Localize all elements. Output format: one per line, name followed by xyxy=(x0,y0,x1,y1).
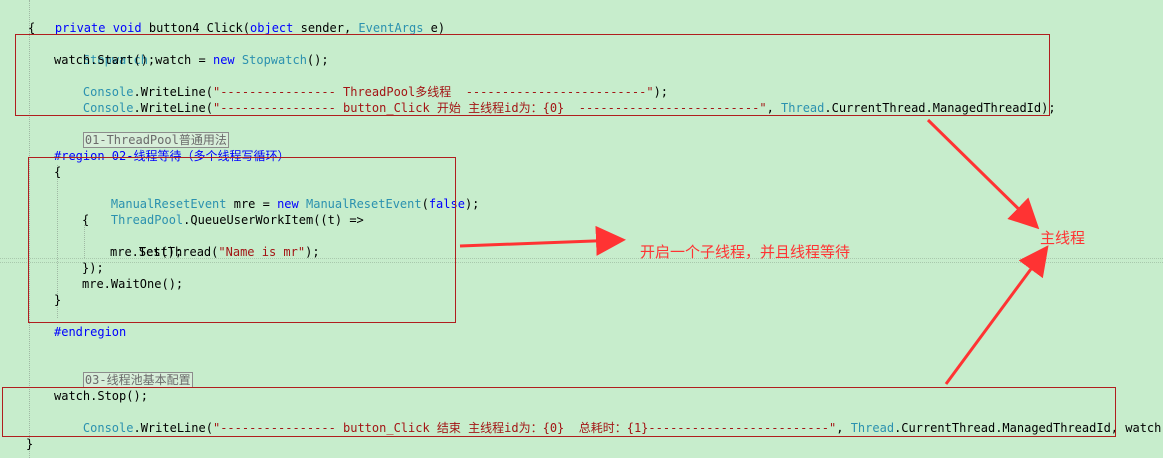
main-thread-annotation: 主线程 xyxy=(1040,229,1086,247)
collapsed-region-label[interactable]: 01-ThreadPool普通用法 xyxy=(82,132,229,148)
code-text: mre = xyxy=(226,197,278,211)
type-name: Console xyxy=(82,85,134,99)
string-literal: "Name is mr" xyxy=(218,245,306,259)
code-line: }); xyxy=(82,261,104,275)
keyword: new xyxy=(277,197,299,211)
type-name: ManualResetEvent xyxy=(110,197,227,211)
keyword: new xyxy=(212,53,235,67)
type-name: Console xyxy=(82,101,134,115)
collapsed-region[interactable]: 03-线程池基本配置 xyxy=(54,356,193,388)
method-signature: private void button4_Click(object sender… xyxy=(26,4,445,35)
type-name: Thread xyxy=(781,101,825,115)
string-literal: "---------------- button_Click 开始 主线程id为… xyxy=(212,101,767,115)
type-name: Thread xyxy=(850,421,895,435)
code-text: .CurrentThread.ManagedThreadId, watch.El… xyxy=(894,421,1163,435)
code-text: , xyxy=(836,421,851,435)
code-line: { xyxy=(82,213,90,227)
string-literal: "---------------- button_Click 结束 主线程id为… xyxy=(212,421,837,435)
code-text: .WriteLine( xyxy=(133,85,213,99)
indent-guide xyxy=(57,165,58,318)
code-line: TestThread("Name is mr"); xyxy=(110,228,320,259)
code-line: watch.Start(); xyxy=(54,53,156,67)
code-text: , xyxy=(766,101,782,115)
code-line: mre.WaitOne(); xyxy=(82,277,184,291)
arrow-to-main-thread-from-top xyxy=(926,118,1040,230)
keyword: object xyxy=(250,21,294,35)
code-line: Stopwatch watch = new Stopwatch(); xyxy=(54,36,329,67)
code-line: ThreadPool.QueueUserWorkItem((t) => xyxy=(82,196,364,227)
code-text: TestThread( xyxy=(138,245,219,259)
keyword: private xyxy=(54,21,106,35)
code-line: ManualResetEvent mre = new ManualResetEv… xyxy=(82,180,480,211)
code-text: sender, xyxy=(293,21,359,35)
endregion-directive: #endregion xyxy=(54,325,127,339)
code-text: ); xyxy=(464,197,480,211)
code-text: button4_Click( xyxy=(148,21,251,35)
code-text: ); xyxy=(653,85,669,99)
code-line: mre.Set(); xyxy=(110,245,183,259)
code-line: Console.WriteLine("---------------- butt… xyxy=(54,84,1056,115)
indent-guide xyxy=(29,0,30,458)
code-line: { xyxy=(28,21,36,35)
arrow-to-main-thread-from-bottom xyxy=(944,245,1049,385)
type-name: EventArgs xyxy=(358,21,424,35)
string-literal: "---------------- ThreadPool多线程 --------… xyxy=(212,85,654,99)
code-text: .CurrentThread.ManagedThreadId); xyxy=(824,101,1056,115)
indent-guide xyxy=(84,225,85,258)
code-line: { xyxy=(54,165,62,179)
code-text: .QueueUserWorkItem((t) => xyxy=(183,213,364,227)
code-text: (); xyxy=(306,53,329,67)
arrow-to-sub-thread-label xyxy=(459,225,626,256)
code-line: watch.Stop(); xyxy=(54,389,148,403)
code-line: Console.WriteLine("---------------- butt… xyxy=(54,404,1163,435)
collapsed-region-label[interactable]: 03-线程池基本配置 xyxy=(82,372,193,388)
code-line: Console.WriteLine("---------------- Thre… xyxy=(54,68,668,99)
type-name: Stopwatch xyxy=(82,53,148,67)
collapsed-region[interactable]: 01-ThreadPool普通用法 xyxy=(54,116,229,148)
code-text: .WriteLine( xyxy=(133,421,213,435)
editor-guide-line xyxy=(0,258,1163,259)
code-text: e) xyxy=(423,21,446,35)
type-name: Stopwatch xyxy=(241,53,307,67)
code-text: ); xyxy=(305,245,320,259)
code-line: } xyxy=(26,437,34,451)
type-name: ThreadPool xyxy=(110,213,184,227)
code-text: .WriteLine( xyxy=(133,101,213,115)
type-name: ManualResetEvent xyxy=(306,197,422,211)
editor-guide-line xyxy=(0,262,1163,263)
region-directive: #region 02-线程等待（多个线程写循环） xyxy=(54,149,290,163)
code-text: watch = xyxy=(147,53,213,67)
code-line: } xyxy=(54,293,62,307)
sub-thread-annotation: 开启一个子线程，并且线程等待 xyxy=(640,243,851,261)
keyword: void xyxy=(112,21,142,35)
code-text: ( xyxy=(421,197,429,211)
type-name: Console xyxy=(82,421,134,435)
